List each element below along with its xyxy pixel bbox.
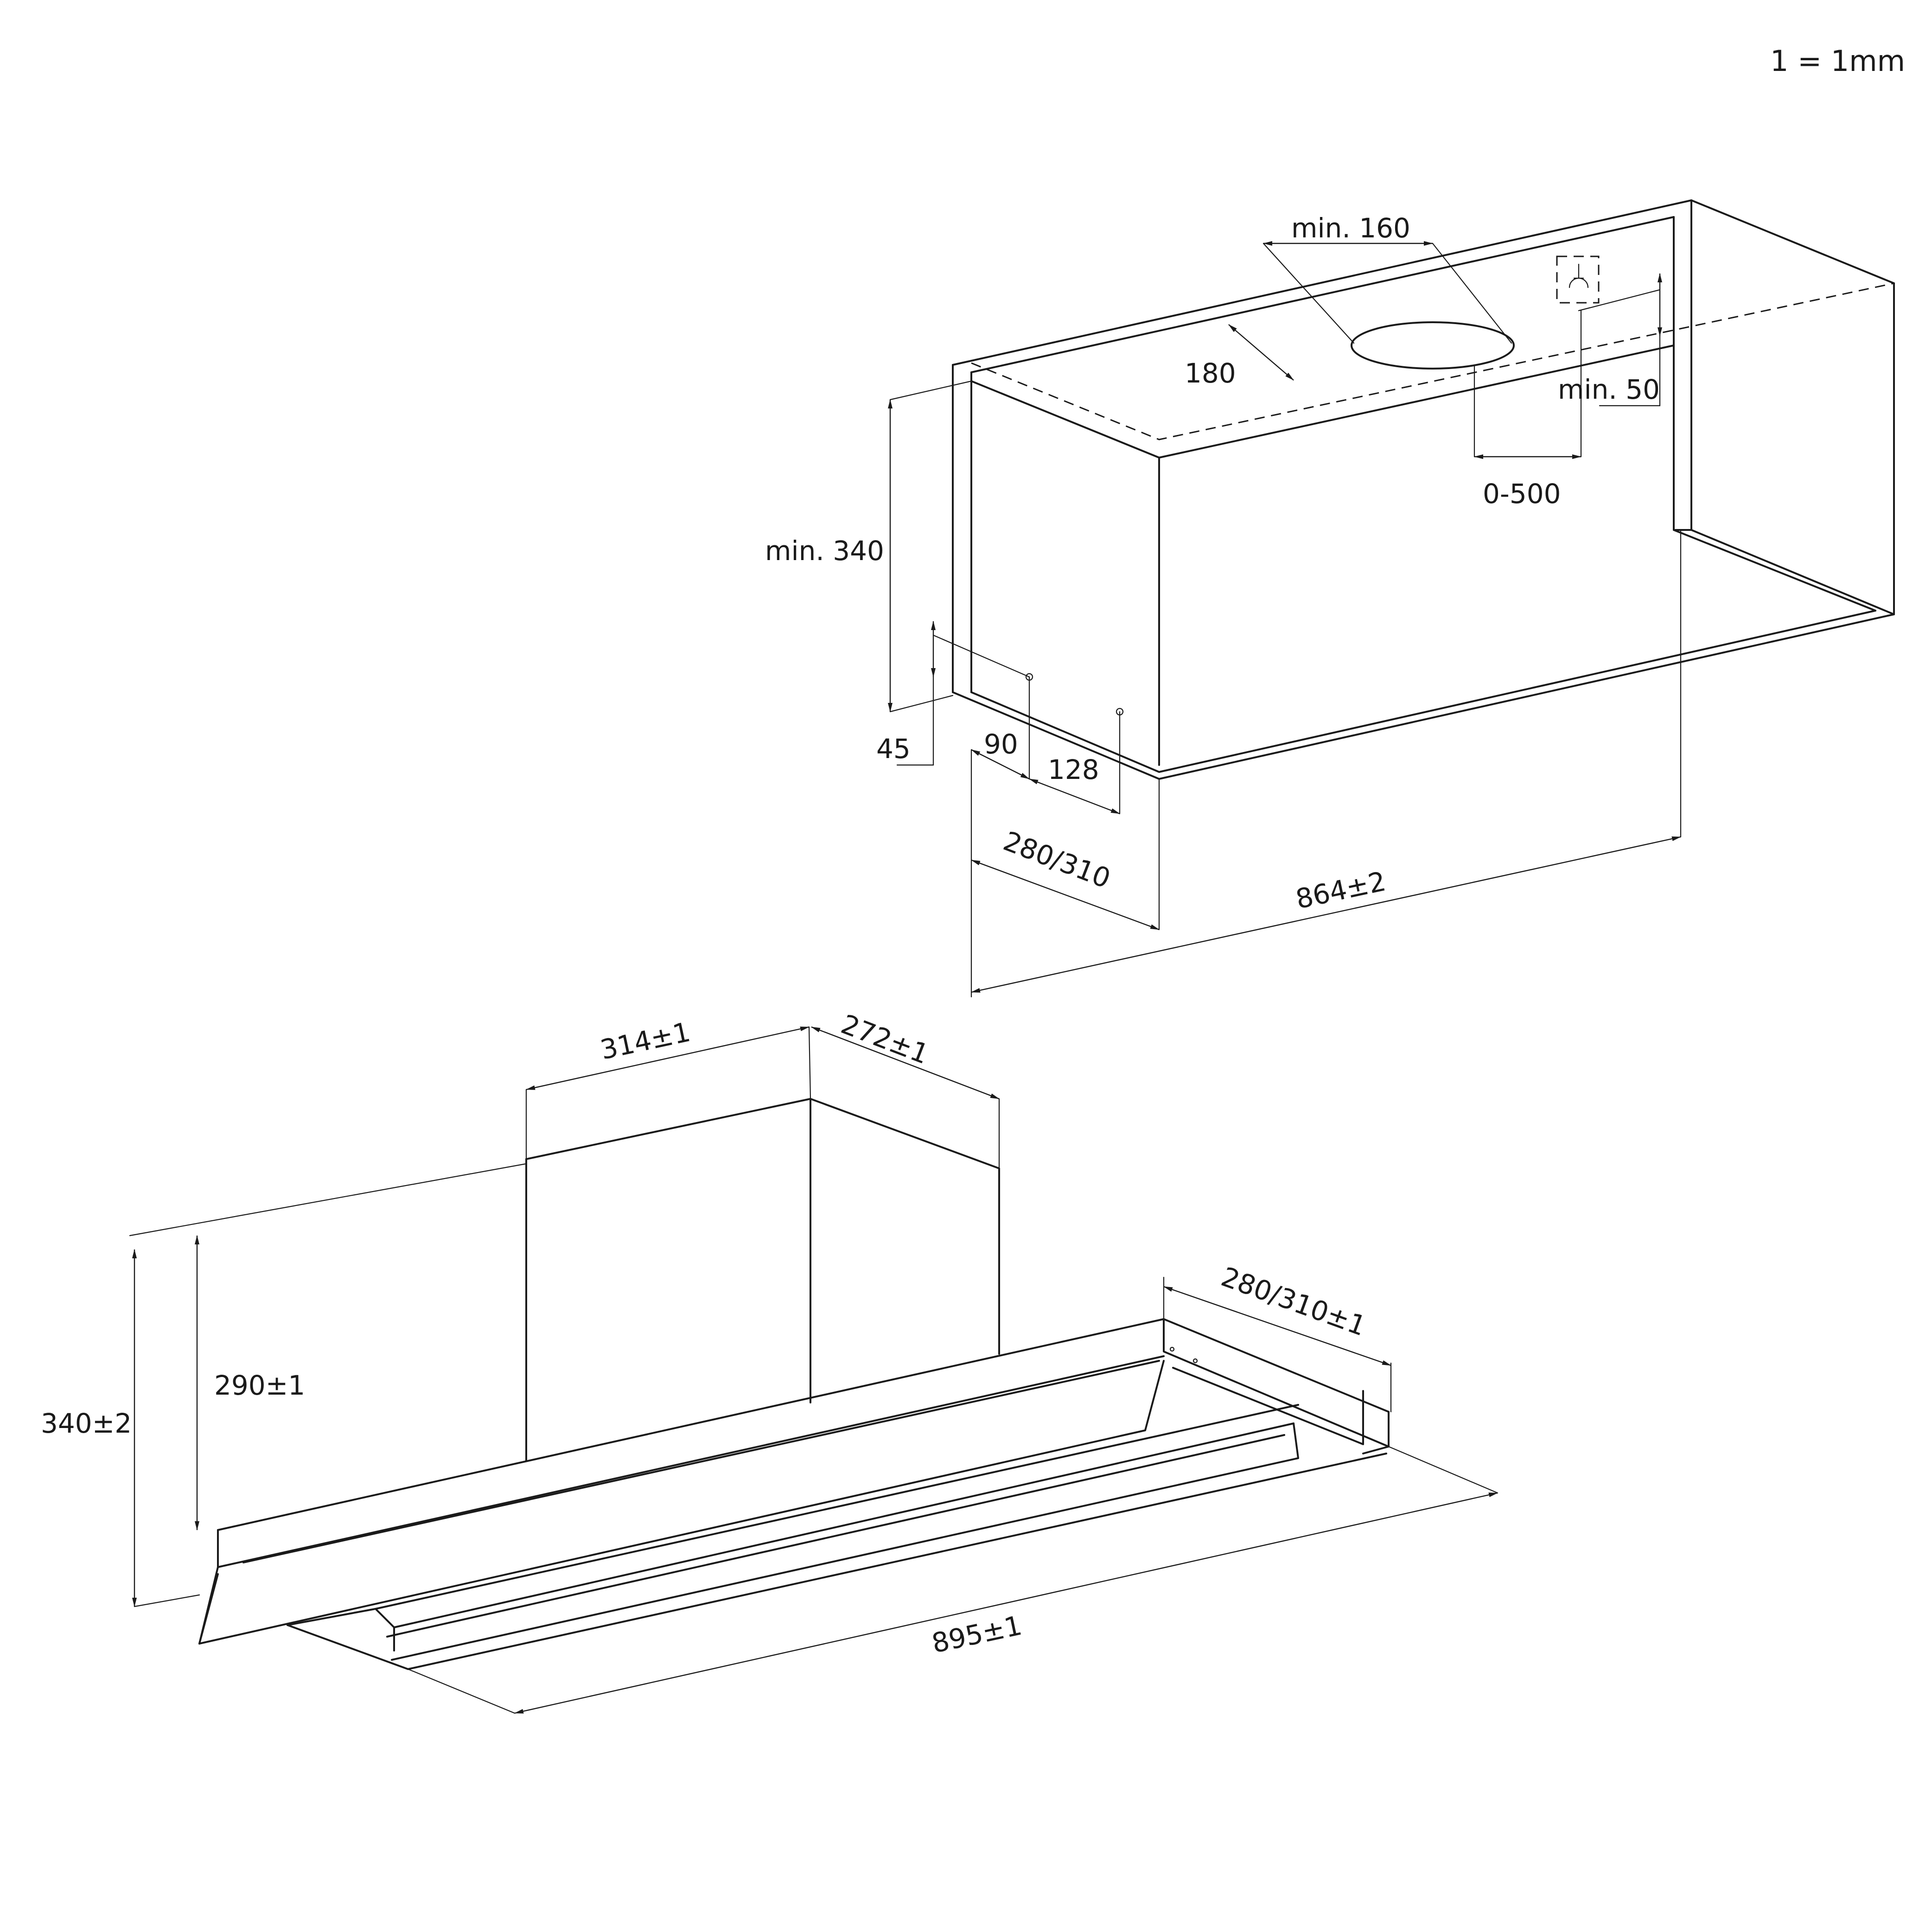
dim-socket-clearance: min. 50 — [1558, 374, 1660, 405]
tray-inner-2 — [386, 1434, 1285, 1638]
tray-inner-3 — [375, 1404, 1299, 1610]
dim-cabinet-depth: 280/310 — [999, 825, 1115, 895]
dim-cabinet-width-line — [971, 836, 1681, 993]
tray-left-end — [287, 1608, 395, 1628]
dim-screw-offset-2: 128 — [1048, 754, 1099, 785]
dim-body-height: 290±1 — [214, 1370, 305, 1401]
dim-duct-depth: 180 — [1185, 357, 1236, 389]
cabinet-inner-top — [970, 216, 1675, 373]
dim-chimney-width-ext — [525, 1026, 811, 1160]
dim-duct-offset: 0-500 — [1483, 478, 1561, 510]
dim-screw-height: 45 — [876, 733, 911, 765]
dim-frame-depth: 280/310±1 — [1217, 1261, 1370, 1342]
dim-screw-offset-1: 90 — [984, 728, 1018, 760]
dim-screw-offset-1-line — [971, 749, 1030, 780]
end-panel — [1172, 1367, 1364, 1445]
visor-side — [198, 1566, 219, 1645]
dim-socket-clearance-ext — [1578, 289, 1661, 407]
duct-opening — [1351, 321, 1515, 370]
scale-note: 1 = 1mm — [1770, 44, 1905, 78]
cabinet-bottom — [952, 282, 1895, 780]
tray-inner-4 — [393, 1422, 1294, 1651]
dim-duct-offset-ext — [1473, 310, 1582, 458]
dim-screw-offset-ext — [1028, 676, 1121, 815]
chimney-side — [810, 1098, 1000, 1355]
frame-top-front — [217, 1318, 1165, 1531]
end-screw-2 — [1192, 1358, 1198, 1364]
dim-screw-height-ext — [896, 634, 1030, 766]
dim-chimney-depth-line — [811, 1026, 1000, 1100]
dim-chimney-width-line — [526, 1026, 810, 1090]
dim-cabinet-height: min. 340 — [765, 535, 884, 567]
dim-chimney-width: 314±1 — [598, 1016, 693, 1065]
tray-inner-1 — [391, 1422, 1299, 1661]
dim-screw-offset-2-line — [1029, 778, 1120, 815]
dim-duct-width: min. 160 — [1291, 212, 1410, 244]
cabinet-drawing: min. 160 180 min. 50 0-500 min. 340 45 9… — [765, 199, 1895, 998]
dim-duct-width-ext — [1262, 242, 1512, 344]
dim-total-height: 340±2 — [41, 1408, 132, 1439]
power-socket — [1556, 255, 1600, 304]
dim-cabinet-width: 864±2 — [1293, 865, 1389, 915]
socket-icon — [1569, 263, 1589, 288]
cabinet-right-side — [1673, 216, 1876, 612]
frame-front-face — [217, 1355, 1165, 1568]
chimney-front — [525, 1098, 811, 1403]
dim-frame-depth-ext — [1163, 1276, 1392, 1413]
dim-total-width-ext — [407, 1446, 1498, 1714]
cabinet-hidden-line — [971, 282, 1894, 440]
dim-total-width-line — [514, 1492, 1498, 1714]
dim-chimney-depth: 272±1 — [837, 1008, 933, 1071]
dim-total-height-ext — [129, 1163, 527, 1607]
hood-drawing: 314±1 272±1 280/310±1 290±1 340±2 895±1 — [41, 1008, 1498, 1714]
end-screw-1 — [1169, 1346, 1175, 1352]
dim-duct-depth-line — [1228, 324, 1294, 381]
cabinet-right-bottom — [1673, 529, 1895, 615]
dim-cabinet-height-ext — [889, 380, 972, 713]
cabinet-top-edge — [952, 199, 1895, 366]
frame-inner-rail — [242, 1360, 1160, 1563]
dim-frame-depth-line — [1163, 1286, 1391, 1366]
cabinet-bottom-inner — [970, 610, 1876, 773]
